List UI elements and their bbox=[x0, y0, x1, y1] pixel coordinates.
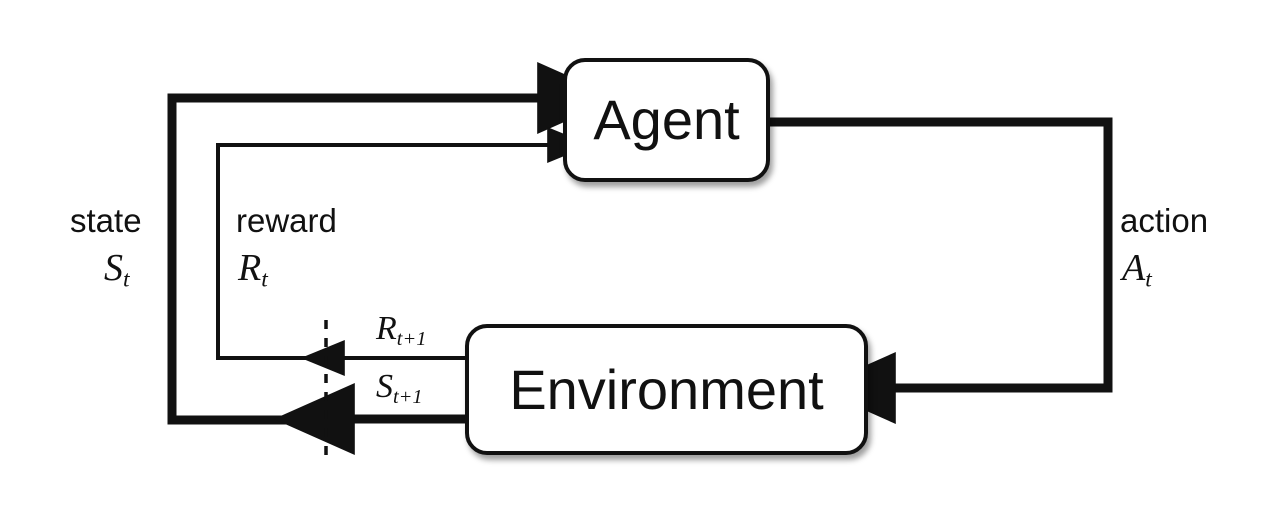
action-symbol-base: A bbox=[1122, 247, 1146, 289]
agent-node[interactable]: Agent bbox=[563, 58, 770, 182]
agent-node-label: Agent bbox=[593, 88, 740, 151]
state-next-label: St+1 bbox=[376, 370, 423, 408]
reward-symbol-subscript: t bbox=[261, 266, 268, 293]
reward-edge-label: reward Rt bbox=[236, 204, 337, 292]
reward-edge-path bbox=[216, 127, 592, 360]
state-symbol-base: S bbox=[104, 247, 123, 289]
action-edge-label: action At bbox=[1120, 204, 1208, 292]
action-word: action bbox=[1120, 202, 1209, 239]
reward-next-label: Rt+1 bbox=[376, 312, 426, 350]
reward-symbol: Rt bbox=[238, 249, 337, 292]
environment-node-label: Environment bbox=[509, 357, 824, 421]
reward-next-base: R bbox=[376, 310, 397, 347]
reward-next-subscript: t+1 bbox=[396, 328, 427, 351]
state-word: state bbox=[70, 202, 142, 239]
state-symbol-subscript: t bbox=[123, 266, 130, 293]
environment-node[interactable]: Environment bbox=[465, 324, 868, 455]
action-symbol-subscript: t bbox=[1145, 266, 1152, 293]
action-symbol: At bbox=[1122, 249, 1208, 292]
action-edge-path bbox=[770, 117, 1113, 424]
reward-word: reward bbox=[236, 202, 337, 239]
state-next-subscript: t+1 bbox=[393, 386, 423, 409]
state-symbol: St bbox=[104, 249, 142, 292]
reward-symbol-base: R bbox=[238, 247, 262, 289]
state-next-base: S bbox=[376, 368, 393, 405]
state-edge-label: state St bbox=[70, 204, 142, 292]
state-edge-path bbox=[167, 62, 619, 425]
